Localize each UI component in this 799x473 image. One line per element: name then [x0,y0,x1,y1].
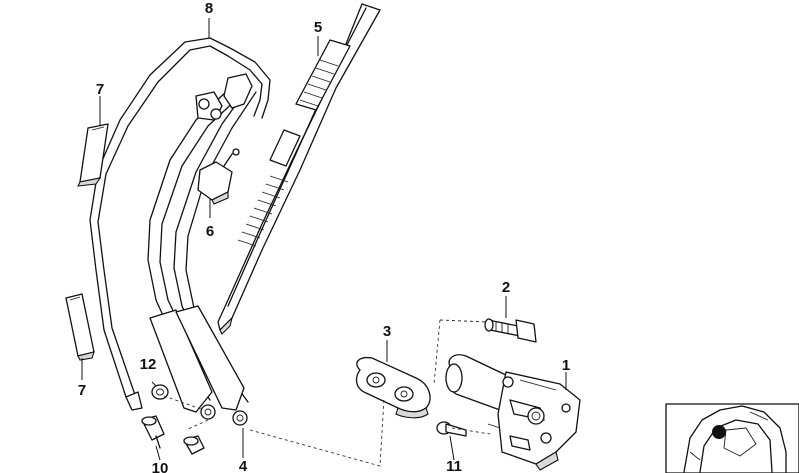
callout-7-lower: 7 [78,382,86,399]
callout-8: 8 [205,0,213,17]
hose-fitting-part-10[interactable] [141,415,165,449]
wiper-motor-part-1[interactable] [445,354,581,471]
callout-1: 1 [562,357,570,374]
location-marker-dot [712,425,726,439]
gasket-part-3[interactable] [355,356,431,419]
washer-part-12[interactable] [151,384,169,400]
callout-5: 5 [314,19,322,36]
bolt-part-2[interactable] [484,318,537,343]
wiper-arm-part-4[interactable] [147,73,257,426]
assembly-dashed-lines [163,319,491,467]
rubber-strip-lower-part-7[interactable] [65,293,95,361]
callout-3: 3 [383,323,391,340]
screw-part-11[interactable] [436,421,467,437]
callout-10: 10 [152,460,169,473]
wiper-blade-part-5[interactable] [217,3,381,335]
hose-loop-part-8[interactable] [89,37,271,411]
vehicle-location-inset [665,403,799,473]
callout-11: 11 [446,458,462,473]
small-nozzle-part[interactable] [183,435,205,455]
washer-nozzle-part-6[interactable] [197,148,240,205]
callout-2: 2 [502,279,510,296]
rubber-strip-upper-part-7[interactable] [77,123,109,187]
callout-6: 6 [206,223,214,240]
callout-labels: 8 5 7 6 7 3 2 1 12 4 11 10 [78,0,570,473]
callout-4: 4 [239,458,248,473]
callout-12: 12 [140,356,157,373]
callout-leader-lines [81,18,567,461]
callout-7-upper: 7 [96,81,104,98]
